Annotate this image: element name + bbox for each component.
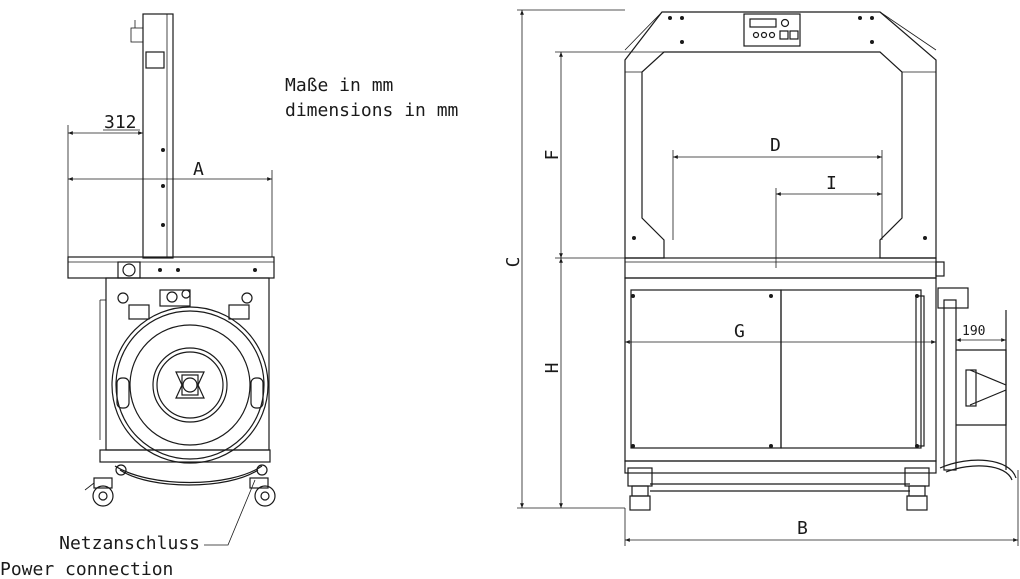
side-view bbox=[67, 13, 276, 546]
front-dimensions bbox=[517, 9, 1019, 546]
dimension-d-label: D bbox=[770, 135, 781, 156]
dimension-190-label: 190 bbox=[962, 324, 985, 339]
power-connection-label-de: Netzanschluss bbox=[59, 533, 200, 554]
power-connection-label-en: Power connection bbox=[0, 559, 173, 579]
dimension-h-label: H bbox=[542, 363, 563, 374]
dimension-g-label: G bbox=[734, 321, 745, 342]
dimension-312-label: 312 bbox=[104, 112, 137, 133]
units-note-de: Maße in mm bbox=[285, 75, 393, 96]
dimension-f-label: F bbox=[542, 150, 563, 161]
dimension-a-label: A bbox=[193, 159, 204, 180]
dimension-b-label: B bbox=[797, 518, 808, 539]
side-dimensions bbox=[67, 125, 273, 257]
dimension-i-label: I bbox=[826, 173, 837, 194]
dimension-c-label: C bbox=[503, 257, 524, 268]
front-view bbox=[624, 11, 1017, 511]
units-note-en: dimensions in mm bbox=[285, 100, 458, 121]
